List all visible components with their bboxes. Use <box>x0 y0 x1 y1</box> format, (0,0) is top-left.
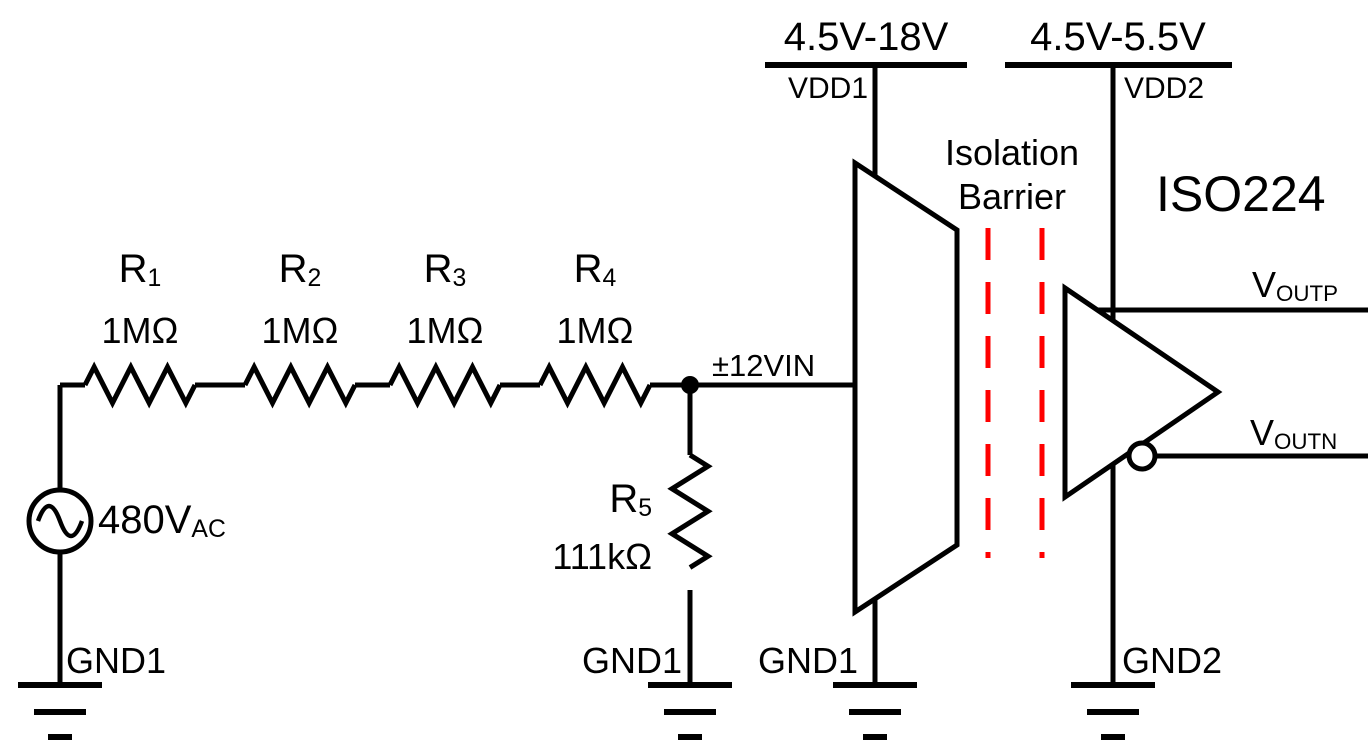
r5-letter: R <box>609 477 639 521</box>
r1-subscript: 1 <box>147 265 162 293</box>
resistor-r2-symbol <box>242 361 358 409</box>
r5-designator: R5 <box>609 477 652 523</box>
supply-wires <box>765 62 1232 685</box>
ground-icon <box>833 682 917 740</box>
r1-value: 1MΩ <box>101 310 179 351</box>
gnd2-label: GND2 <box>1122 640 1223 681</box>
voutp-subscript: OUTP <box>1276 281 1338 307</box>
voutn-subscript: OUTN <box>1274 429 1338 455</box>
sine-wave-icon <box>35 503 85 539</box>
resistor-r3-symbol <box>387 361 503 409</box>
r4-value: 1MΩ <box>556 310 634 351</box>
r4-subscript: 4 <box>602 265 617 293</box>
ground-symbols <box>18 682 1155 740</box>
junction-dot <box>681 376 699 394</box>
isolation-barrier-label: Isolation Barrier <box>945 131 1079 219</box>
isolation-barrier-lines <box>985 228 1045 558</box>
r2-subscript: 2 <box>307 265 322 293</box>
isolation-barrier-label-line1: Isolation <box>944 132 1080 173</box>
voutn-letter: V <box>1250 412 1275 453</box>
r2-value: 1MΩ <box>261 310 339 351</box>
resistor-r1-symbol <box>82 361 198 409</box>
gnd1-amp-label: GND1 <box>757 640 858 681</box>
voutp-label: VOUTP <box>1252 264 1338 307</box>
input-voltage-label: ±12VIN <box>712 348 816 383</box>
r3-letter: R <box>423 247 453 291</box>
source-subscript: AC <box>191 516 226 544</box>
vdd1-pin-label: VDD1 <box>788 72 869 105</box>
ground-icon <box>18 682 102 740</box>
ground-icon <box>648 682 732 740</box>
r5-value: 111kΩ <box>552 536 652 577</box>
r5-subscript: 5 <box>638 495 652 523</box>
r3-value: 1MΩ <box>406 310 484 351</box>
signal-wires <box>57 361 855 685</box>
isolation-barrier-label-line2: Barrier <box>957 175 1067 217</box>
source-value: 480V <box>98 498 192 542</box>
voutn-label: VOUTN <box>1250 412 1338 455</box>
r2-designator: R2 <box>278 247 322 293</box>
r4-designator: R4 <box>573 247 617 293</box>
vdd1-voltage-label: 4.5V-18V <box>783 15 949 59</box>
r4-letter: R <box>573 247 603 291</box>
resistor-r5-symbol <box>667 452 713 570</box>
r3-subscript: 3 <box>452 265 467 293</box>
ground-icon <box>1071 682 1155 740</box>
iso-amp-input-stage <box>852 158 960 617</box>
r1-designator: R1 <box>118 247 162 293</box>
gnd1-divider-label: GND1 <box>581 640 682 681</box>
vdd2-voltage-label: 4.5V-5.5V <box>1030 15 1206 59</box>
voutp-letter: V <box>1252 264 1277 305</box>
source-value-label: 480VAC <box>98 498 226 544</box>
gnd1-left-label: GND1 <box>66 640 167 681</box>
vdd2-pin-label: VDD2 <box>1124 72 1205 105</box>
output-wires <box>1097 307 1368 472</box>
chip-name-label: ISO224 <box>1156 166 1326 222</box>
r1-letter: R <box>118 247 148 291</box>
inverting-output-bubble-icon <box>1126 440 1158 472</box>
r2-letter: R <box>278 247 308 291</box>
r3-designator: R3 <box>423 247 467 293</box>
ac-source-icon <box>26 487 94 555</box>
resistor-r4-symbol <box>537 361 653 409</box>
